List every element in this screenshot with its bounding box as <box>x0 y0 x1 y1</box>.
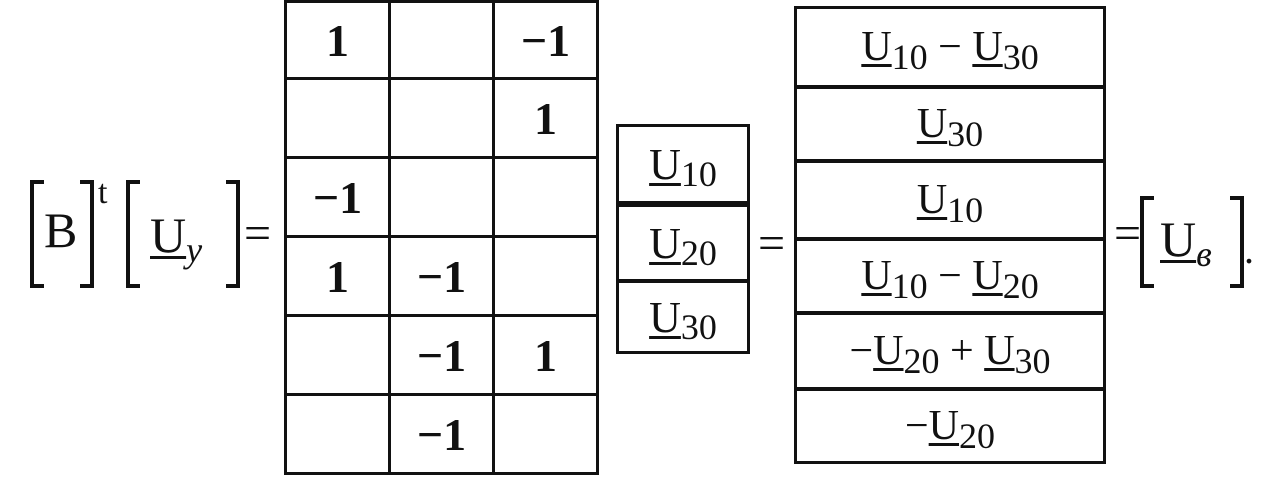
voltage-symbol: U <box>984 328 1015 374</box>
voltage-symbol: U <box>649 292 681 342</box>
u-y-symbol: Uy <box>150 207 202 268</box>
u-letter-rhs: U <box>1160 211 1197 267</box>
u-letter: U <box>150 207 187 263</box>
voltage-symbol: U <box>861 253 892 299</box>
matrix-cell: −1 <box>492 0 599 80</box>
voltage-subscript: 30 <box>1014 341 1051 381</box>
voltage-symbol: U <box>928 403 960 449</box>
operator: − <box>927 24 973 70</box>
voltage-symbol: U <box>916 101 948 147</box>
matrix-row: 1 <box>284 77 599 159</box>
matrix-cell <box>388 77 495 159</box>
voltage-subscript: 20 <box>680 233 717 273</box>
period: . <box>1244 227 1254 272</box>
matrix-cell <box>284 393 391 475</box>
matrix-cell: −1 <box>284 156 391 238</box>
voltage-symbol: U <box>972 24 1003 70</box>
matrix-row: −1 <box>284 393 599 475</box>
matrix-cell <box>388 0 495 80</box>
matrix-cell <box>492 156 599 238</box>
right-bracket-close <box>1230 196 1244 288</box>
voltage-subscript: 20 <box>903 341 940 381</box>
matrix-cell <box>492 393 599 475</box>
sign: − <box>849 328 874 374</box>
left-bracket-u-close <box>226 180 240 288</box>
matrix-row: 1 −1 <box>284 0 599 80</box>
voltage-subscript: 10 <box>891 266 928 306</box>
sign: − <box>904 403 929 449</box>
right-bracket-open <box>1140 196 1154 288</box>
matrix-cell: −1 <box>388 393 495 475</box>
voltage-subscript: 20 <box>959 416 996 456</box>
matrix-row: −1 <box>284 156 599 238</box>
equals-sign-1: = <box>244 207 272 260</box>
matrix-row: 1−1 <box>284 235 599 317</box>
operator: + <box>939 328 985 374</box>
transpose-superscript: t <box>98 174 108 211</box>
voltage-symbol: U <box>861 24 892 70</box>
u-v-symbol: Uв <box>1160 211 1212 272</box>
matrix-cell: −1 <box>388 314 495 396</box>
u-subscript-rhs: в <box>1196 234 1212 274</box>
matrix-cell <box>284 77 391 159</box>
left-bracket-b-open <box>30 180 44 288</box>
voltage-symbol: U <box>873 328 904 374</box>
u-subscript: y <box>186 230 203 270</box>
voltage-subscript: 30 <box>680 307 717 347</box>
left-bracket-b-close <box>80 180 94 288</box>
matrix-cell: 1 <box>284 0 391 80</box>
voltage-subscript: 10 <box>680 154 717 194</box>
equals-sign-2: = <box>758 217 786 270</box>
voltage-subscript: 10 <box>947 190 984 230</box>
matrix-cell: 1 <box>284 235 391 317</box>
voltage-subscript: 10 <box>891 37 928 77</box>
voltage-symbol: U <box>649 139 681 189</box>
voltage-subscript: 20 <box>1002 266 1039 306</box>
voltage-subscript: 30 <box>947 114 984 154</box>
voltage-symbol: U <box>916 177 948 223</box>
matrix-b-symbol: B <box>44 202 78 258</box>
voltage-symbol: U <box>972 253 1003 299</box>
matrix-cell <box>284 314 391 396</box>
operator: − <box>927 253 973 299</box>
left-bracket-u-open <box>126 180 140 288</box>
matrix-cell <box>492 235 599 317</box>
matrix-cell <box>388 156 495 238</box>
matrix-cell: −1 <box>388 235 495 317</box>
voltage-symbol: U <box>649 218 681 268</box>
voltage-subscript: 30 <box>1002 37 1039 77</box>
matrix-cell: 1 <box>492 314 599 396</box>
matrix-cell: 1 <box>492 77 599 159</box>
equals-sign-3: = <box>1114 207 1142 260</box>
